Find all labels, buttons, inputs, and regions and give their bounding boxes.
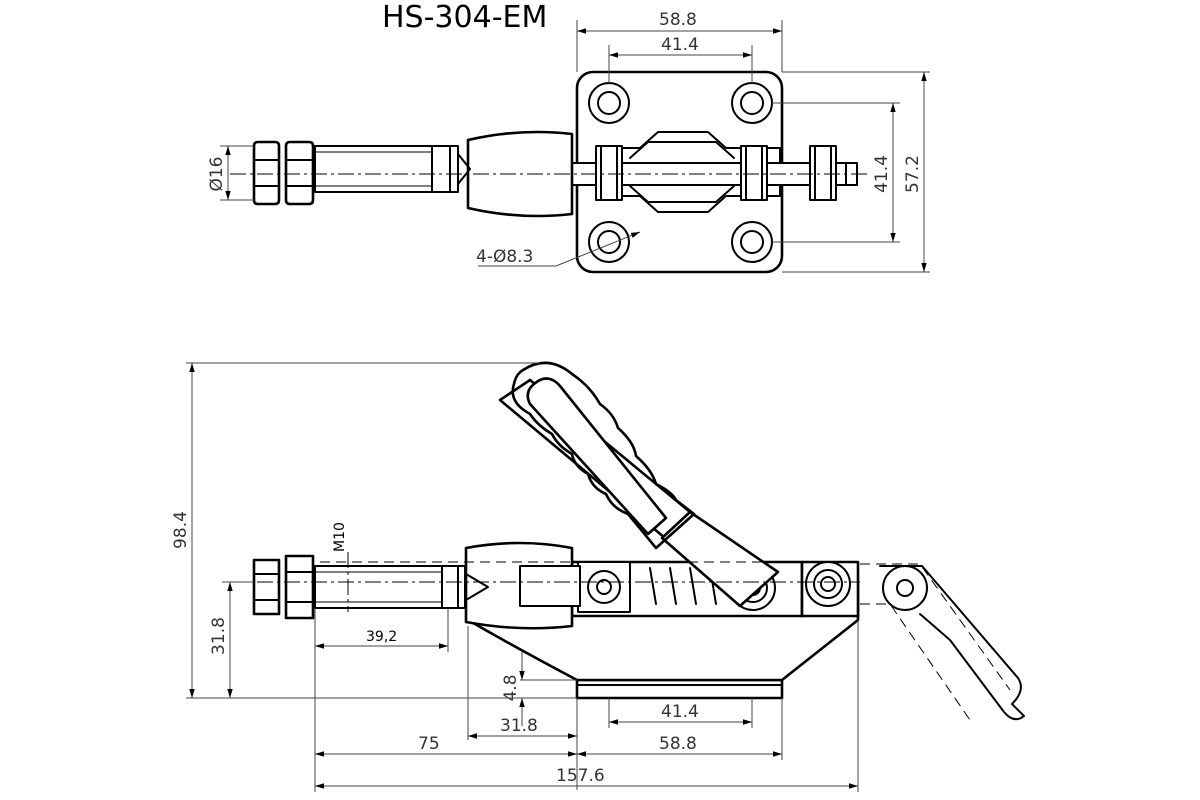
dim-top-hole-spacing-x: 41.4	[661, 35, 699, 55]
drawing-title: HS-304-EM	[382, 0, 547, 35]
dim-side-body-to-base: 31.8	[500, 716, 538, 736]
dim-side-thread: M10	[332, 522, 348, 552]
side-foot-plate	[575, 678, 784, 700]
dim-side-total-height: 98.4	[171, 511, 191, 549]
side-nut-1	[252, 558, 281, 616]
side-dimensions: 98.4 31.8 M10 39,2 4.8 31.8 41.4 75 58.	[171, 362, 859, 792]
dim-side-base-thickness: 4.8	[501, 674, 521, 701]
dim-side-base-length: 58.8	[659, 734, 697, 754]
top-view: 58.8 41.4 41.4 57.2 Ø16 4-Ø8.3	[207, 10, 930, 274]
side-view: 98.4 31.8 M10 39,2 4.8 31.8 41.4 75 58.	[171, 361, 1025, 792]
top-nut-2	[284, 140, 315, 206]
dim-side-hole-spacing: 41.4	[661, 702, 699, 722]
dim-side-axis-height: 31.8	[209, 617, 229, 655]
top-dimensions: 58.8 41.4 41.4 57.2 Ø16 4-Ø8.3	[207, 10, 930, 273]
top-pins	[595, 145, 837, 201]
dim-top-base-height: 57.2	[903, 155, 923, 193]
dim-side-total-length: 157.6	[556, 766, 605, 786]
dim-top-holes: 4-Ø8.3	[476, 247, 533, 267]
dim-top-hole-spacing-y: 41.4	[872, 155, 892, 193]
dim-side-thread-length: 39,2	[366, 629, 397, 645]
top-threaded-spindle	[314, 145, 459, 193]
side-threaded-spindle	[314, 565, 466, 609]
side-ghost-handle	[860, 563, 1011, 721]
dim-top-base-width: 58.8	[659, 10, 697, 30]
top-nut-1	[252, 140, 281, 206]
dim-top-rod-diameter: Ø16	[207, 156, 227, 191]
side-nut-2	[284, 554, 315, 620]
dim-side-stroke-reach: 75	[418, 734, 440, 754]
